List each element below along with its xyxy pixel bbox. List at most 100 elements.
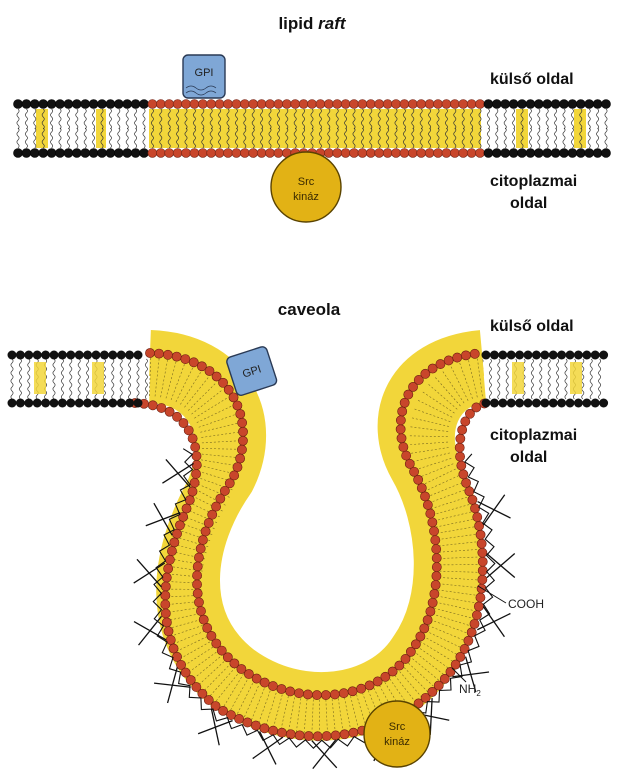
lipid-head bbox=[260, 678, 269, 687]
lipid-head bbox=[156, 100, 165, 109]
lipid-head bbox=[173, 149, 182, 158]
lipid-head bbox=[366, 149, 375, 158]
lipid-head bbox=[599, 351, 608, 360]
lipid-head bbox=[47, 100, 56, 109]
caveola-membrane-core bbox=[11, 353, 607, 736]
lipid-head bbox=[208, 510, 217, 519]
lipid-head bbox=[182, 100, 191, 109]
lipid-head bbox=[299, 100, 308, 109]
cholesterol-region bbox=[92, 362, 104, 394]
lipid-head bbox=[532, 351, 541, 360]
lipid-head bbox=[507, 351, 516, 360]
lipid-head bbox=[277, 684, 286, 693]
lipid-head bbox=[282, 100, 291, 109]
lipid-head bbox=[196, 544, 205, 553]
lipid-head bbox=[286, 730, 295, 739]
lipid-head bbox=[397, 434, 406, 443]
lipid-head bbox=[236, 409, 245, 418]
lipid-head bbox=[199, 615, 208, 624]
lipid-head bbox=[156, 149, 165, 158]
lipid-head bbox=[460, 644, 469, 653]
lipid-head bbox=[432, 553, 441, 562]
lipid-head bbox=[72, 149, 81, 158]
lipid-head bbox=[100, 351, 109, 360]
lipid-head bbox=[286, 687, 295, 696]
lipid-head bbox=[123, 149, 132, 158]
lipid-head bbox=[396, 416, 405, 425]
lipid-head bbox=[331, 731, 340, 740]
lipid-head bbox=[574, 351, 583, 360]
lipid-tail bbox=[51, 128, 53, 148]
lipid-head bbox=[190, 100, 199, 109]
lipid-head bbox=[229, 393, 238, 402]
lipid-head bbox=[402, 451, 411, 460]
lipid-head bbox=[184, 426, 193, 435]
lipid-head bbox=[431, 535, 440, 544]
lipid-tail bbox=[513, 128, 515, 148]
lipid-head bbox=[549, 351, 558, 360]
lipid-head bbox=[453, 353, 462, 362]
lipid-head bbox=[8, 399, 17, 408]
lipid-head bbox=[490, 351, 499, 360]
caveolin-chain bbox=[260, 731, 276, 764]
lipid-tail bbox=[25, 128, 27, 148]
lipid-head bbox=[131, 100, 140, 109]
lipid-head bbox=[308, 100, 317, 109]
lipid-head bbox=[461, 351, 470, 360]
lipid-head bbox=[534, 100, 543, 109]
lipid-head bbox=[350, 149, 359, 158]
lipid-tail bbox=[597, 109, 599, 129]
lipid-head bbox=[148, 149, 157, 158]
lipid-head bbox=[64, 149, 73, 158]
cholesterol-region bbox=[516, 109, 528, 148]
lipid-head bbox=[16, 399, 25, 408]
lipid-head bbox=[358, 100, 367, 109]
lipid-head bbox=[322, 731, 331, 740]
lipid-head bbox=[524, 399, 533, 408]
lipid-head bbox=[428, 598, 437, 607]
lipid-head bbox=[593, 100, 602, 109]
lipid-head bbox=[193, 562, 202, 571]
lipid-head bbox=[191, 442, 200, 451]
lipid-tail bbox=[546, 109, 548, 129]
lipid-head bbox=[316, 100, 325, 109]
lipid-head bbox=[164, 627, 173, 636]
lipid-head bbox=[161, 591, 170, 600]
lipid-head bbox=[568, 100, 577, 109]
lipid-head bbox=[599, 399, 608, 408]
lipid-head bbox=[430, 589, 439, 598]
side-bilayer-core bbox=[12, 358, 150, 398]
lipid-tail bbox=[563, 109, 565, 129]
lipid-head bbox=[341, 149, 350, 158]
lipid-head bbox=[461, 478, 470, 487]
lipid-head bbox=[274, 100, 283, 109]
lipid-head bbox=[431, 580, 440, 589]
lipid-head bbox=[189, 358, 198, 367]
lipid-head bbox=[405, 459, 414, 468]
lipid-head bbox=[266, 100, 275, 109]
lipid-head bbox=[14, 149, 23, 158]
lipid-tail bbox=[504, 109, 506, 129]
lipid-head bbox=[330, 690, 339, 699]
nh2-label: NH2 bbox=[459, 682, 481, 698]
lipid-head bbox=[324, 100, 333, 109]
lipid-head bbox=[518, 100, 527, 109]
lipid-head bbox=[492, 149, 501, 158]
lipid-head bbox=[190, 149, 199, 158]
lipid-head bbox=[478, 566, 487, 575]
lipid-head bbox=[417, 149, 426, 158]
lipid-head bbox=[274, 149, 283, 158]
caveolin-chain bbox=[139, 616, 162, 645]
lipid-head bbox=[198, 535, 207, 544]
lipid-head bbox=[465, 487, 474, 496]
lipid-head bbox=[416, 632, 425, 641]
lipid-head bbox=[478, 548, 487, 557]
lipid-tail bbox=[504, 128, 506, 148]
lipid-tail bbox=[143, 109, 145, 129]
lipid-head bbox=[89, 100, 98, 109]
lipid-head bbox=[475, 521, 484, 530]
lipid-head bbox=[181, 354, 190, 363]
lipid-head bbox=[291, 100, 300, 109]
lipid-head bbox=[400, 398, 409, 407]
lipid-head bbox=[420, 492, 429, 501]
